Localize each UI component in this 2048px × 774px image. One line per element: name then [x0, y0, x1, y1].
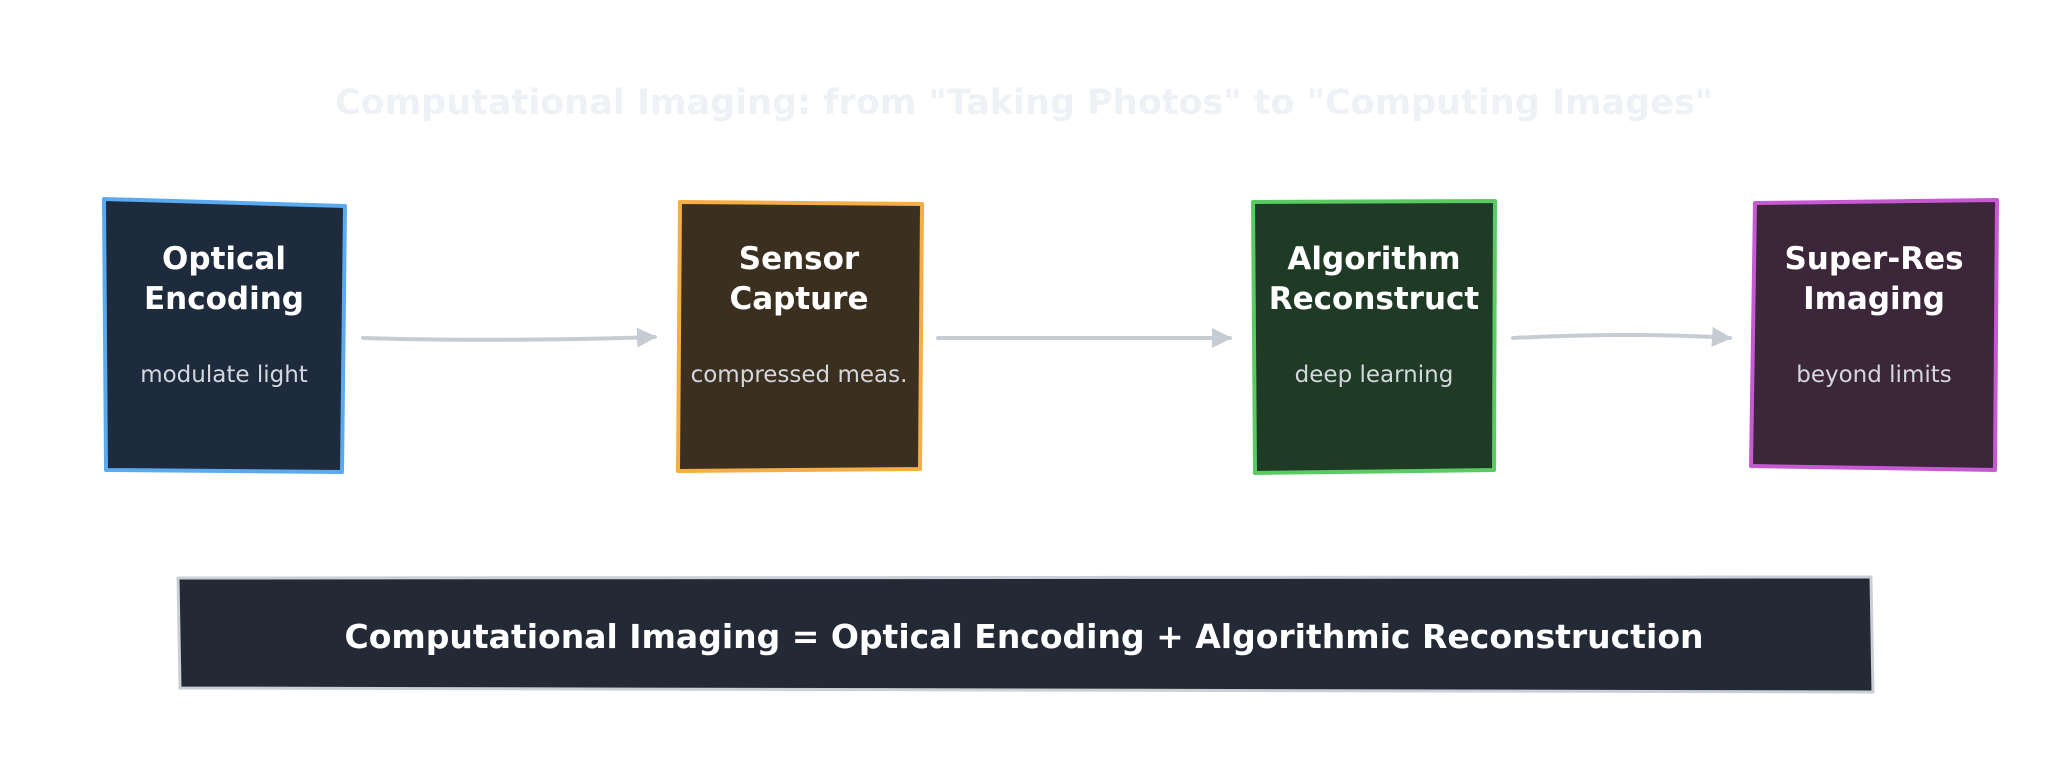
node-title-line2: Reconstruct [1269, 281, 1480, 317]
node-super-res-imaging: Super-Res Imaging beyond limits [1749, 198, 1999, 472]
node-box [1251, 199, 1497, 475]
node-subtitle: beyond limits [1796, 362, 1952, 388]
node-sensor-capture: Sensor Capture compressed meas. [676, 200, 924, 473]
node-title-line2: Imaging [1803, 281, 1945, 317]
arrow-reconstruct-to-superres [1511, 326, 1732, 347]
node-subtitle: modulate light [140, 362, 308, 388]
banner-box [176, 575, 1875, 694]
node-title-line2: Capture [729, 281, 868, 317]
node-subtitle: compressed meas. [691, 362, 908, 388]
banner-text: Computational Imaging = Optical Encoding… [345, 617, 1704, 656]
arrow-encoding-to-capture [361, 327, 657, 348]
node-title-line2: Encoding [144, 281, 304, 317]
node-algorithm-reconstruct: Algorithm Reconstruct deep learning [1251, 199, 1497, 475]
node-title-line1: Super-Res [1784, 241, 1963, 277]
diagram-title: Computational Imaging: from "Taking Phot… [335, 83, 1713, 123]
node-box [1749, 198, 1999, 472]
node-subtitle: deep learning [1295, 362, 1454, 388]
node-box [102, 197, 347, 474]
node-title-line1: Algorithm [1287, 241, 1460, 277]
node-box [676, 200, 924, 473]
node-title-line1: Sensor [739, 241, 860, 277]
summary-banner: Computational Imaging = Optical Encoding… [176, 575, 1875, 694]
node-title-line1: Optical [162, 241, 286, 277]
node-optical-encoding: Optical Encoding modulate light [102, 197, 347, 474]
